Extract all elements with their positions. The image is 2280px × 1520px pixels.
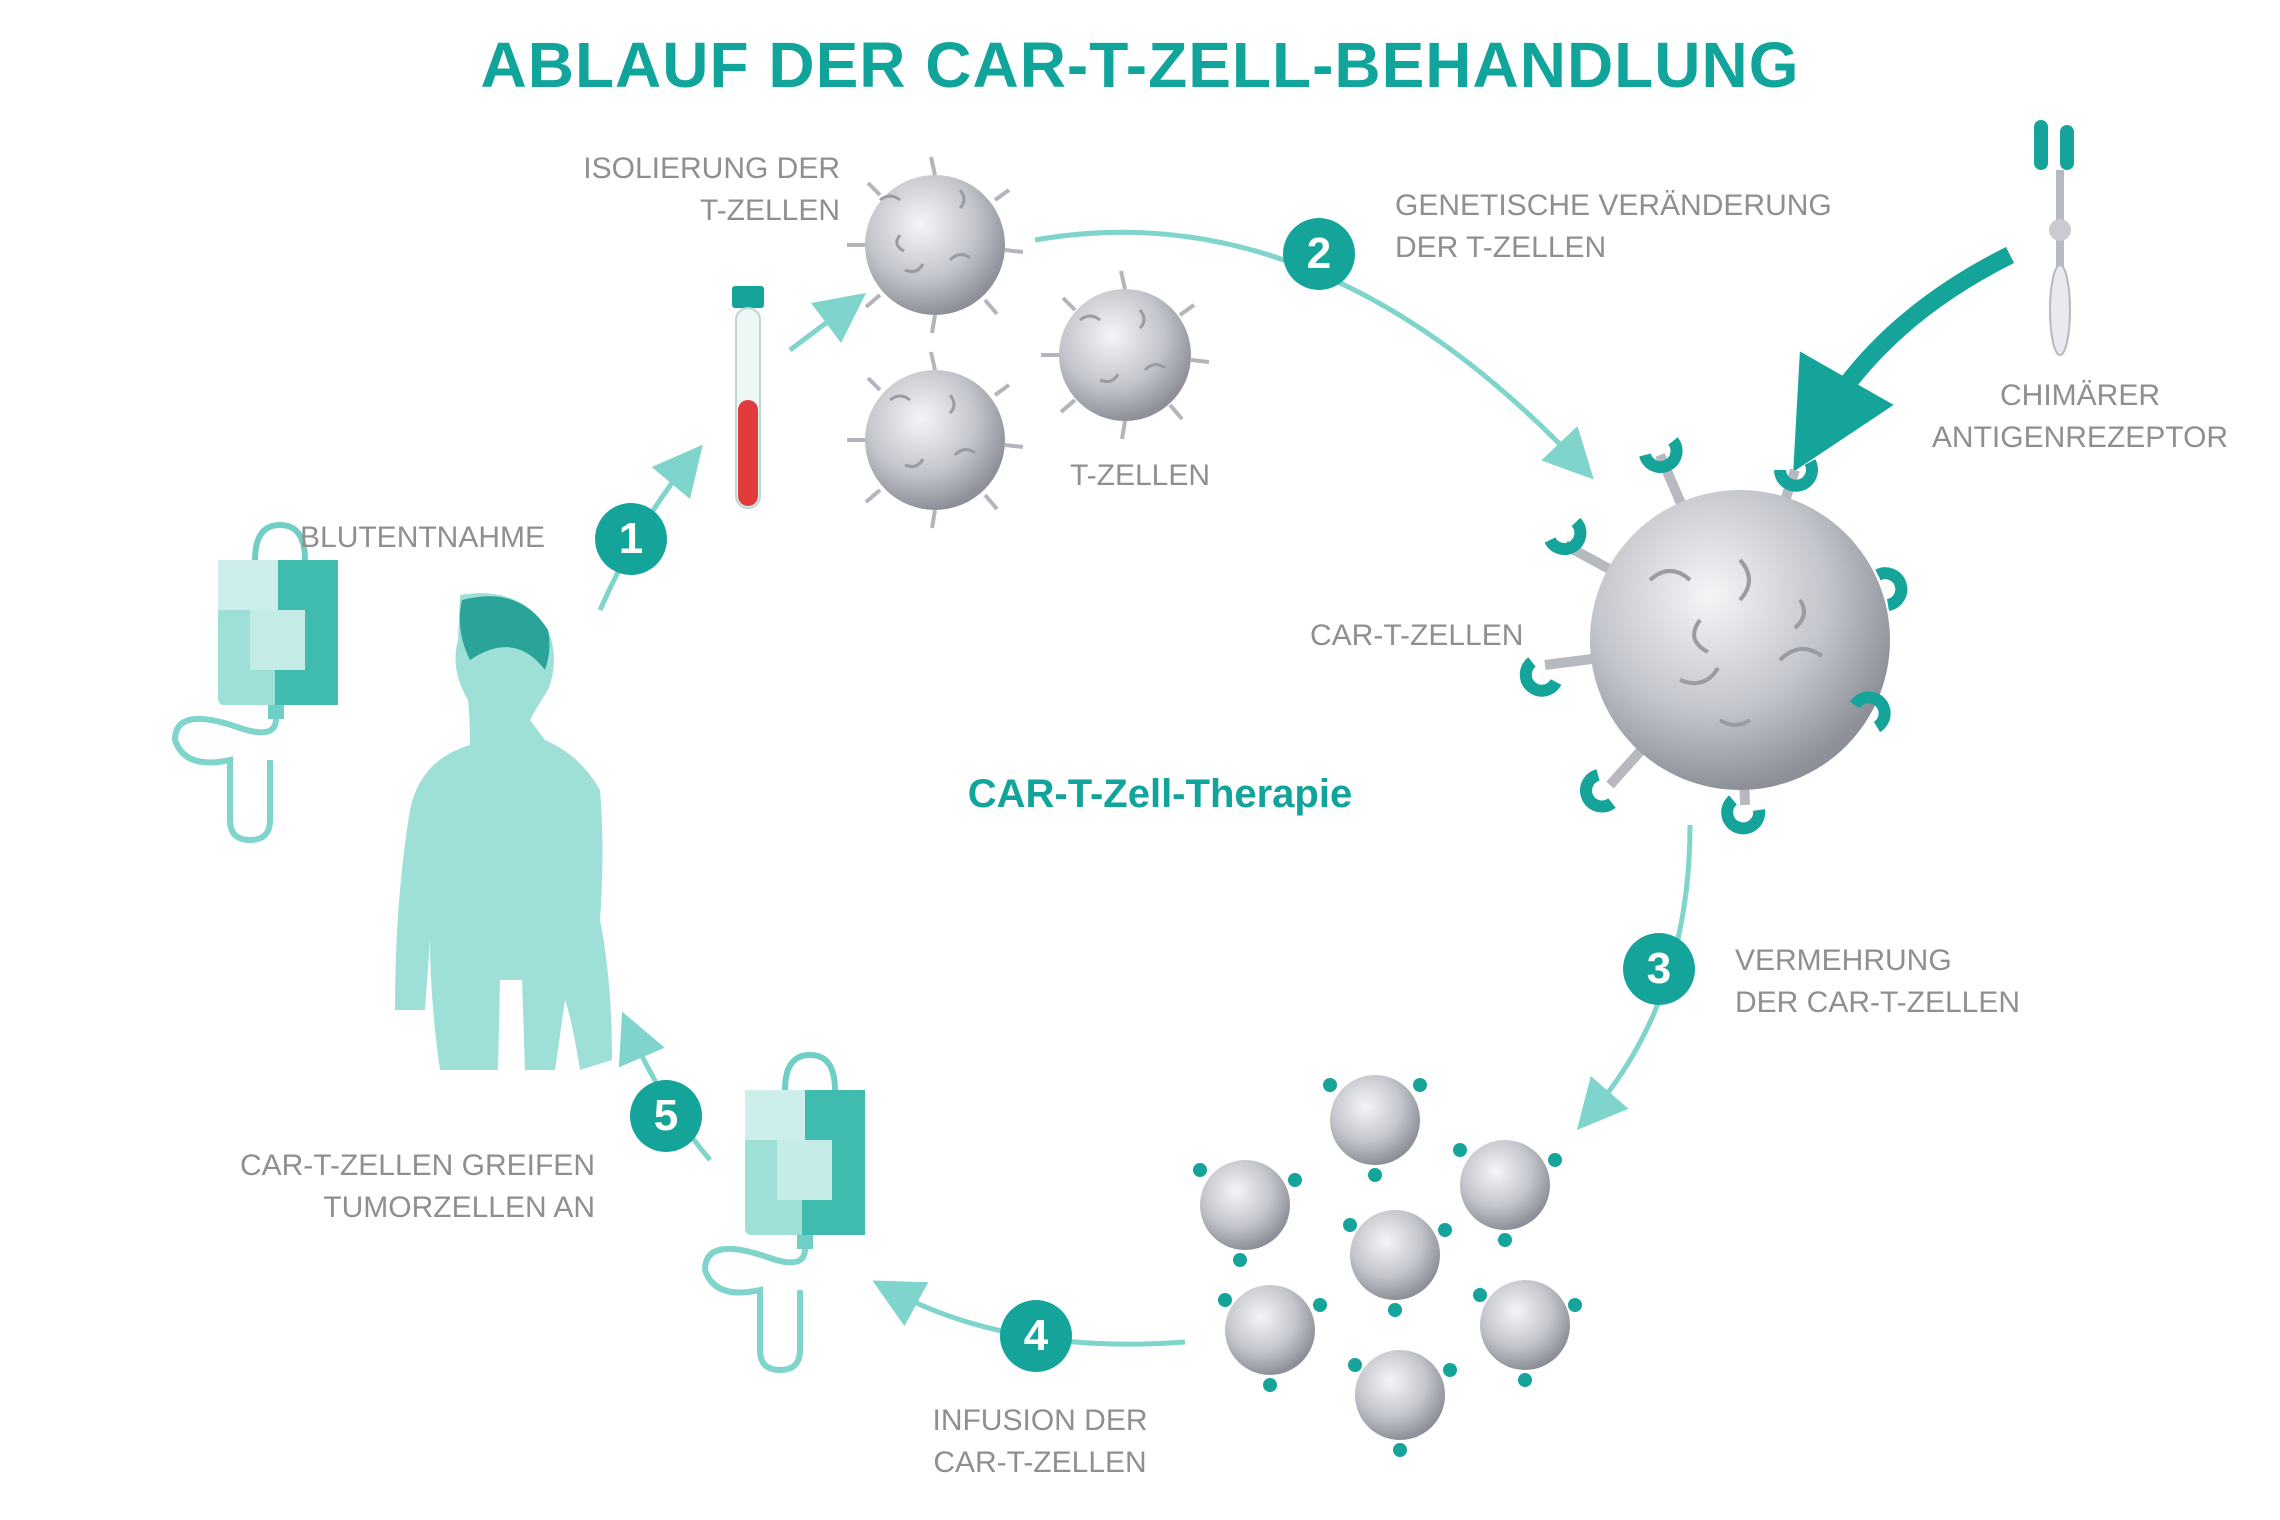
step-3-label-line-2: DER CAR-T-ZELLEN	[1735, 982, 2020, 1024]
patient-body-icon	[395, 593, 612, 1070]
receptor-label: CHIMÄRER ANTIGENREZEPTOR	[1910, 375, 2250, 459]
isolation-label: ISOLIERUNG DER T-ZELLEN	[560, 148, 840, 232]
iv-bag-left-icon	[175, 525, 338, 840]
isolation-label-line-1: ISOLIERUNG DER	[560, 148, 840, 190]
blood-tube-icon	[732, 286, 764, 508]
step-5-label-line-1: CAR-T-ZELLEN GREIFEN	[200, 1145, 595, 1187]
t-cell-1	[847, 157, 1023, 333]
car-t-cell-large	[1526, 441, 1902, 828]
car-t-cell-cluster	[1200, 1075, 1570, 1440]
receptor-label-line-1: CHIMÄRER	[1910, 375, 2250, 417]
step-5-badge: 5	[630, 1080, 702, 1152]
iv-bag-infusion-icon	[705, 1055, 865, 1370]
arrow-to-tcells	[790, 305, 850, 350]
isolation-label-line-2: T-ZELLEN	[560, 190, 840, 232]
step-1-badge: 1	[595, 503, 667, 575]
therapy-center-label: CAR-T-Zell-Therapie	[900, 772, 1420, 817]
t-cells-label: T-ZELLEN	[1070, 455, 1210, 497]
step-2-label: GENETISCHE VERÄNDERUNG DER T-ZELLEN	[1395, 185, 1832, 269]
step-2-label-line-1: GENETISCHE VERÄNDERUNG	[1395, 185, 1832, 227]
antigen-receptor-icon	[2034, 120, 2074, 355]
step-4-badge: 4	[1000, 1300, 1072, 1372]
step-3-badge: 3	[1623, 933, 1695, 1005]
step-2-label-line-2: DER T-ZELLEN	[1395, 227, 1832, 269]
car-t-cells-label: CAR-T-ZELLEN	[1310, 615, 1523, 657]
step-5-label-line-2: TUMORZELLEN AN	[200, 1187, 595, 1229]
step-4-label-line-1: INFUSION DER	[890, 1400, 1190, 1442]
step-1-label: BLUTENTNAHME	[300, 517, 545, 559]
step-4-label-line-2: CAR-T-ZELLEN	[890, 1442, 1190, 1484]
t-cell-3	[847, 352, 1023, 528]
step-3-label: VERMEHRUNG DER CAR-T-ZELLEN	[1735, 940, 2020, 1024]
t-cell-2	[1041, 271, 1209, 439]
step-4-label: INFUSION DER CAR-T-ZELLEN	[890, 1400, 1190, 1484]
step-3-label-line-1: VERMEHRUNG	[1735, 940, 2020, 982]
step-2-badge: 2	[1283, 218, 1355, 290]
step-5-label: CAR-T-ZELLEN GREIFEN TUMORZELLEN AN	[200, 1145, 595, 1229]
receptor-label-line-2: ANTIGENREZEPTOR	[1910, 417, 2250, 459]
diagram-title: ABLAUF DER CAR-T-ZELL-BEHANDLUNG	[0, 28, 2280, 102]
